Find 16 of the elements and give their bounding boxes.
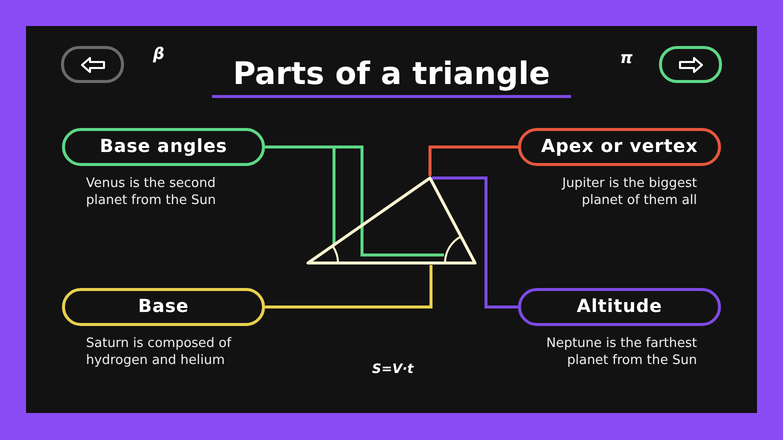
leader-line [265,146,444,256]
leader-line [428,146,518,176]
heading-pill: Altitude [518,288,721,326]
heading-pill: Base angles [62,128,265,166]
heading-pill: Apex or vertex [518,128,721,166]
greek-letter: π [620,48,633,67]
description-text: Jupiter is the biggest planet of them all [560,175,697,209]
formula-text: S=V·t [372,362,414,377]
greek-letter: β [153,44,164,63]
description-text: Saturn is composed of hydrogen and helium [86,335,232,369]
description-text: Venus is the second planet from the Sun [86,175,217,209]
leader-line [265,265,432,308]
leader-line [432,176,518,308]
slide-title: Parts of a triangle [232,55,551,94]
heading-pill: Base [62,288,265,326]
description-text: Neptune is the farthest planet from the Sun [545,335,697,369]
